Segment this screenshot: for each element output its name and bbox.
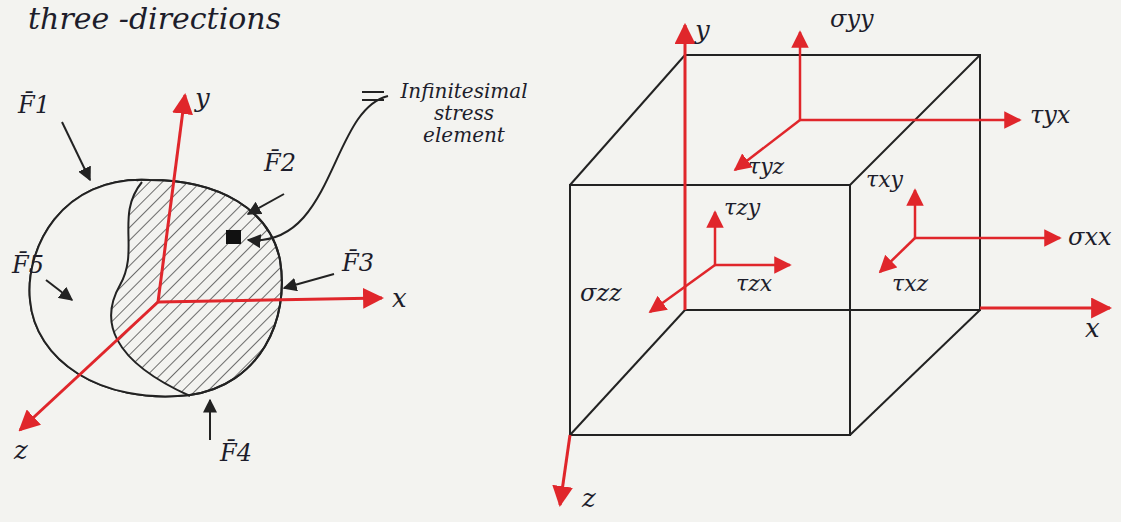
- left-axes: [20, 95, 382, 430]
- force-label: F̄2: [264, 150, 296, 176]
- title-note: three -directions: [28, 2, 281, 35]
- force-label: F̄4: [220, 440, 252, 466]
- force-label: F̄1: [18, 92, 50, 118]
- stress-label: σxx: [1068, 224, 1111, 250]
- axis-label: y: [695, 16, 710, 45]
- stress-label: τyz: [748, 155, 784, 179]
- force-arrows: [46, 92, 388, 440]
- force-label: F̄5: [12, 252, 44, 278]
- axis-label: y: [195, 84, 210, 113]
- force-label: F̄3: [342, 250, 374, 276]
- body-blob: [20, 170, 282, 420]
- stress-label: τzx: [736, 272, 772, 296]
- cube: [570, 55, 980, 435]
- stress-label: τzy: [724, 196, 760, 220]
- stress-element: [226, 230, 241, 244]
- stress-label: τxy: [866, 168, 903, 192]
- callout-note: Infinitesimal stress element: [395, 80, 533, 146]
- axis-label: z: [582, 484, 596, 513]
- stress-label: σyy: [830, 6, 874, 32]
- axis-label: z: [14, 436, 28, 465]
- stress-label: σzz: [580, 280, 622, 306]
- stress-label: τyx: [1030, 102, 1070, 128]
- cube-axes: [560, 25, 1110, 505]
- stress-label: τxz: [892, 272, 928, 296]
- stress-arrows: [650, 32, 1060, 312]
- axis-label: x: [392, 284, 407, 313]
- axis-label: x: [1085, 314, 1100, 343]
